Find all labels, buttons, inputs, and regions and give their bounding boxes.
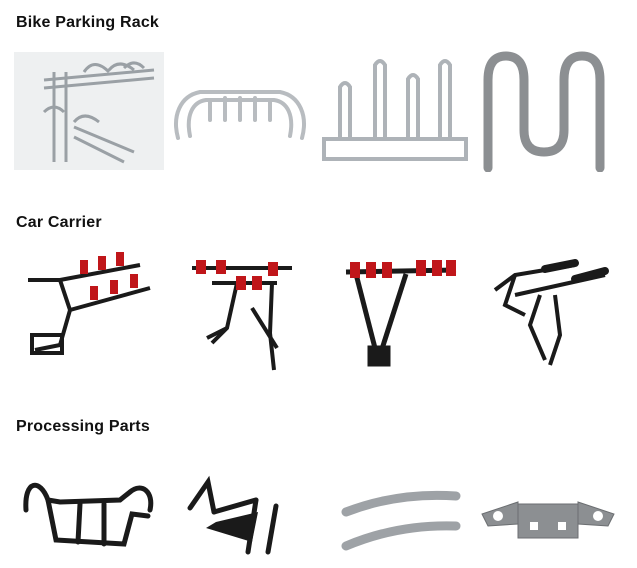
folding-arm-carrier-image (485, 255, 615, 370)
strap-trunk-carrier-image (182, 248, 302, 376)
serpentine-bike-rack-image (478, 50, 613, 172)
curved-steel-tubes-image (338, 488, 466, 560)
wave-tube-bike-rack-image (170, 76, 310, 146)
stamped-metal-bracket-image (478, 494, 618, 550)
vertical-frame-bike-rack-image (320, 57, 470, 165)
bracket-frame-image (186, 472, 290, 556)
section-title-bike-parking-rack: Bike Parking Rack (16, 14, 160, 31)
two-tier-bike-rack-image (14, 52, 164, 170)
towball-v-carrier-image (336, 252, 466, 370)
bent-tube-frame-image (20, 470, 160, 554)
section-title-processing-parts: Processing Parts (16, 418, 150, 435)
section-title-car-carrier: Car Carrier (16, 214, 102, 231)
trunk-mount-carrier-3-bike-image (20, 250, 160, 368)
